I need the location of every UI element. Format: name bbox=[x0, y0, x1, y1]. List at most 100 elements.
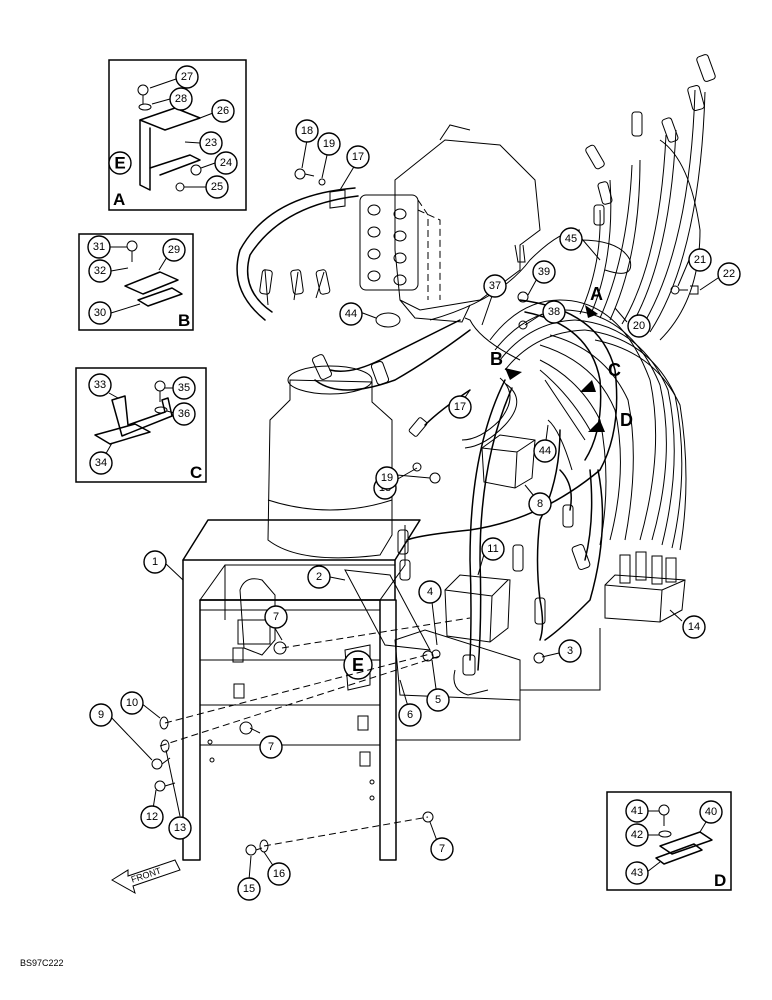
view-letter-c: C bbox=[608, 360, 621, 380]
svg-text:25: 25 bbox=[211, 181, 223, 193]
svg-text:42: 42 bbox=[631, 829, 643, 841]
svg-text:15: 15 bbox=[243, 883, 255, 895]
callout-21: 21 bbox=[688, 248, 712, 272]
callout-17: 17 bbox=[346, 145, 370, 169]
callout-36: 36 bbox=[172, 402, 196, 426]
callout-6: 6 bbox=[398, 703, 422, 727]
svg-text:29: 29 bbox=[168, 244, 180, 256]
plate-2 bbox=[344, 569, 521, 701]
valve-block-8 bbox=[481, 434, 536, 489]
svg-text:35: 35 bbox=[178, 382, 190, 394]
inset-c: 33 35 36 34 C bbox=[75, 367, 207, 483]
callout-16: 16 bbox=[267, 862, 291, 886]
callout-27: 27 bbox=[175, 65, 199, 89]
callout-33: 33 bbox=[88, 373, 112, 397]
drawing-id: BS97C222 bbox=[20, 958, 64, 968]
callout-4: 4 bbox=[418, 580, 442, 604]
inset-b: 31 29 32 30 B bbox=[78, 233, 194, 331]
svg-text:17: 17 bbox=[454, 401, 466, 413]
callout-20: 20 bbox=[627, 314, 651, 338]
svg-text:6: 6 bbox=[407, 709, 413, 721]
svg-text:37: 37 bbox=[489, 280, 501, 292]
svg-text:11: 11 bbox=[487, 543, 498, 555]
callout-39: 39 bbox=[532, 260, 556, 284]
callout-38: 38 bbox=[542, 300, 566, 324]
view-letter-a: A bbox=[590, 284, 603, 304]
svg-text:27: 27 bbox=[181, 71, 193, 83]
svg-text:38: 38 bbox=[548, 306, 560, 318]
callout-3: 3 bbox=[558, 639, 582, 663]
svg-text:7: 7 bbox=[268, 741, 274, 753]
inset-a-marker: E bbox=[114, 154, 125, 173]
section-e-marker-circle bbox=[343, 650, 373, 680]
callout-34: 34 bbox=[89, 451, 113, 475]
svg-text:1: 1 bbox=[152, 556, 158, 568]
callout-28: 28 bbox=[169, 87, 193, 111]
svg-text:21: 21 bbox=[694, 254, 706, 266]
callout-44: 44 bbox=[339, 302, 363, 326]
callout-7: 7 bbox=[259, 735, 283, 759]
svg-text:33: 33 bbox=[94, 379, 106, 391]
callout-30: 30 bbox=[88, 301, 112, 325]
callout-37: 37 bbox=[483, 274, 507, 298]
inset-c-letter: C bbox=[190, 463, 202, 482]
svg-text:14: 14 bbox=[688, 621, 700, 633]
inset-b-letter: B bbox=[178, 311, 190, 330]
svg-text:7: 7 bbox=[439, 843, 445, 855]
inset-d-letter: D bbox=[714, 871, 726, 890]
svg-text:44: 44 bbox=[345, 308, 357, 320]
view-arrows: A B C D bbox=[490, 284, 633, 432]
svg-text:43: 43 bbox=[631, 867, 643, 879]
valve-block-11 bbox=[444, 574, 511, 643]
front-arrow: FRONT bbox=[111, 859, 181, 895]
harness-bundle bbox=[461, 299, 687, 551]
manifold-14 bbox=[604, 551, 686, 623]
callout-8: 8 bbox=[528, 492, 552, 516]
callout-43: 43 bbox=[625, 861, 649, 885]
callout-25: 25 bbox=[205, 175, 229, 199]
callout-15: 15 bbox=[237, 877, 261, 901]
svg-text:36: 36 bbox=[178, 408, 190, 420]
callout-40: 40 bbox=[699, 800, 723, 824]
inset-a-letter: A bbox=[113, 190, 125, 209]
inset-a: E 27 28 26 23 24 25 A bbox=[108, 59, 247, 211]
svg-text:45: 45 bbox=[565, 233, 577, 245]
svg-text:22: 22 bbox=[723, 268, 735, 280]
svg-text:20: 20 bbox=[633, 320, 645, 332]
section-e-marker: E bbox=[352, 655, 364, 675]
svg-text:44: 44 bbox=[539, 445, 551, 457]
phantom-lines bbox=[159, 617, 471, 847]
svg-text:9: 9 bbox=[98, 709, 104, 721]
view-letter-d: D bbox=[620, 410, 633, 430]
svg-text:19: 19 bbox=[323, 138, 335, 150]
inset-d: 41 40 42 43 D bbox=[606, 791, 732, 891]
svg-text:8: 8 bbox=[537, 498, 543, 510]
inset-a-marker-circle bbox=[108, 151, 132, 175]
svg-text:41: 41 bbox=[631, 805, 643, 817]
callout-24: 24 bbox=[214, 151, 238, 175]
callout-18: 18 bbox=[295, 119, 319, 143]
callout-5: 5 bbox=[426, 688, 450, 712]
callout-41: 41 bbox=[625, 799, 649, 823]
svg-text:13: 13 bbox=[174, 822, 186, 834]
mounting-frame: E bbox=[182, 519, 601, 861]
svg-text:16: 16 bbox=[273, 868, 285, 880]
svg-text:18: 18 bbox=[301, 125, 313, 137]
svg-text:39: 39 bbox=[538, 266, 550, 278]
hoses bbox=[236, 187, 618, 696]
callout-44: 44 bbox=[533, 439, 557, 463]
callout-19: 19 bbox=[375, 466, 399, 490]
svg-text:26: 26 bbox=[217, 105, 229, 117]
svg-text:19: 19 bbox=[381, 472, 393, 484]
view-letter-b: B bbox=[490, 349, 503, 369]
callout-7: 7 bbox=[430, 837, 454, 861]
svg-text:7: 7 bbox=[273, 611, 279, 623]
callout-31: 31 bbox=[87, 235, 111, 259]
callout-2: 2 bbox=[307, 565, 331, 589]
leaders bbox=[108, 139, 722, 881]
callout-29: 29 bbox=[162, 238, 186, 262]
svg-text:31: 31 bbox=[93, 241, 105, 253]
svg-text:3: 3 bbox=[567, 645, 573, 657]
main-callouts: 1 2 3 4 5 6 7 7 7 8 9 10 11 12 13 14 15 … bbox=[89, 119, 741, 901]
